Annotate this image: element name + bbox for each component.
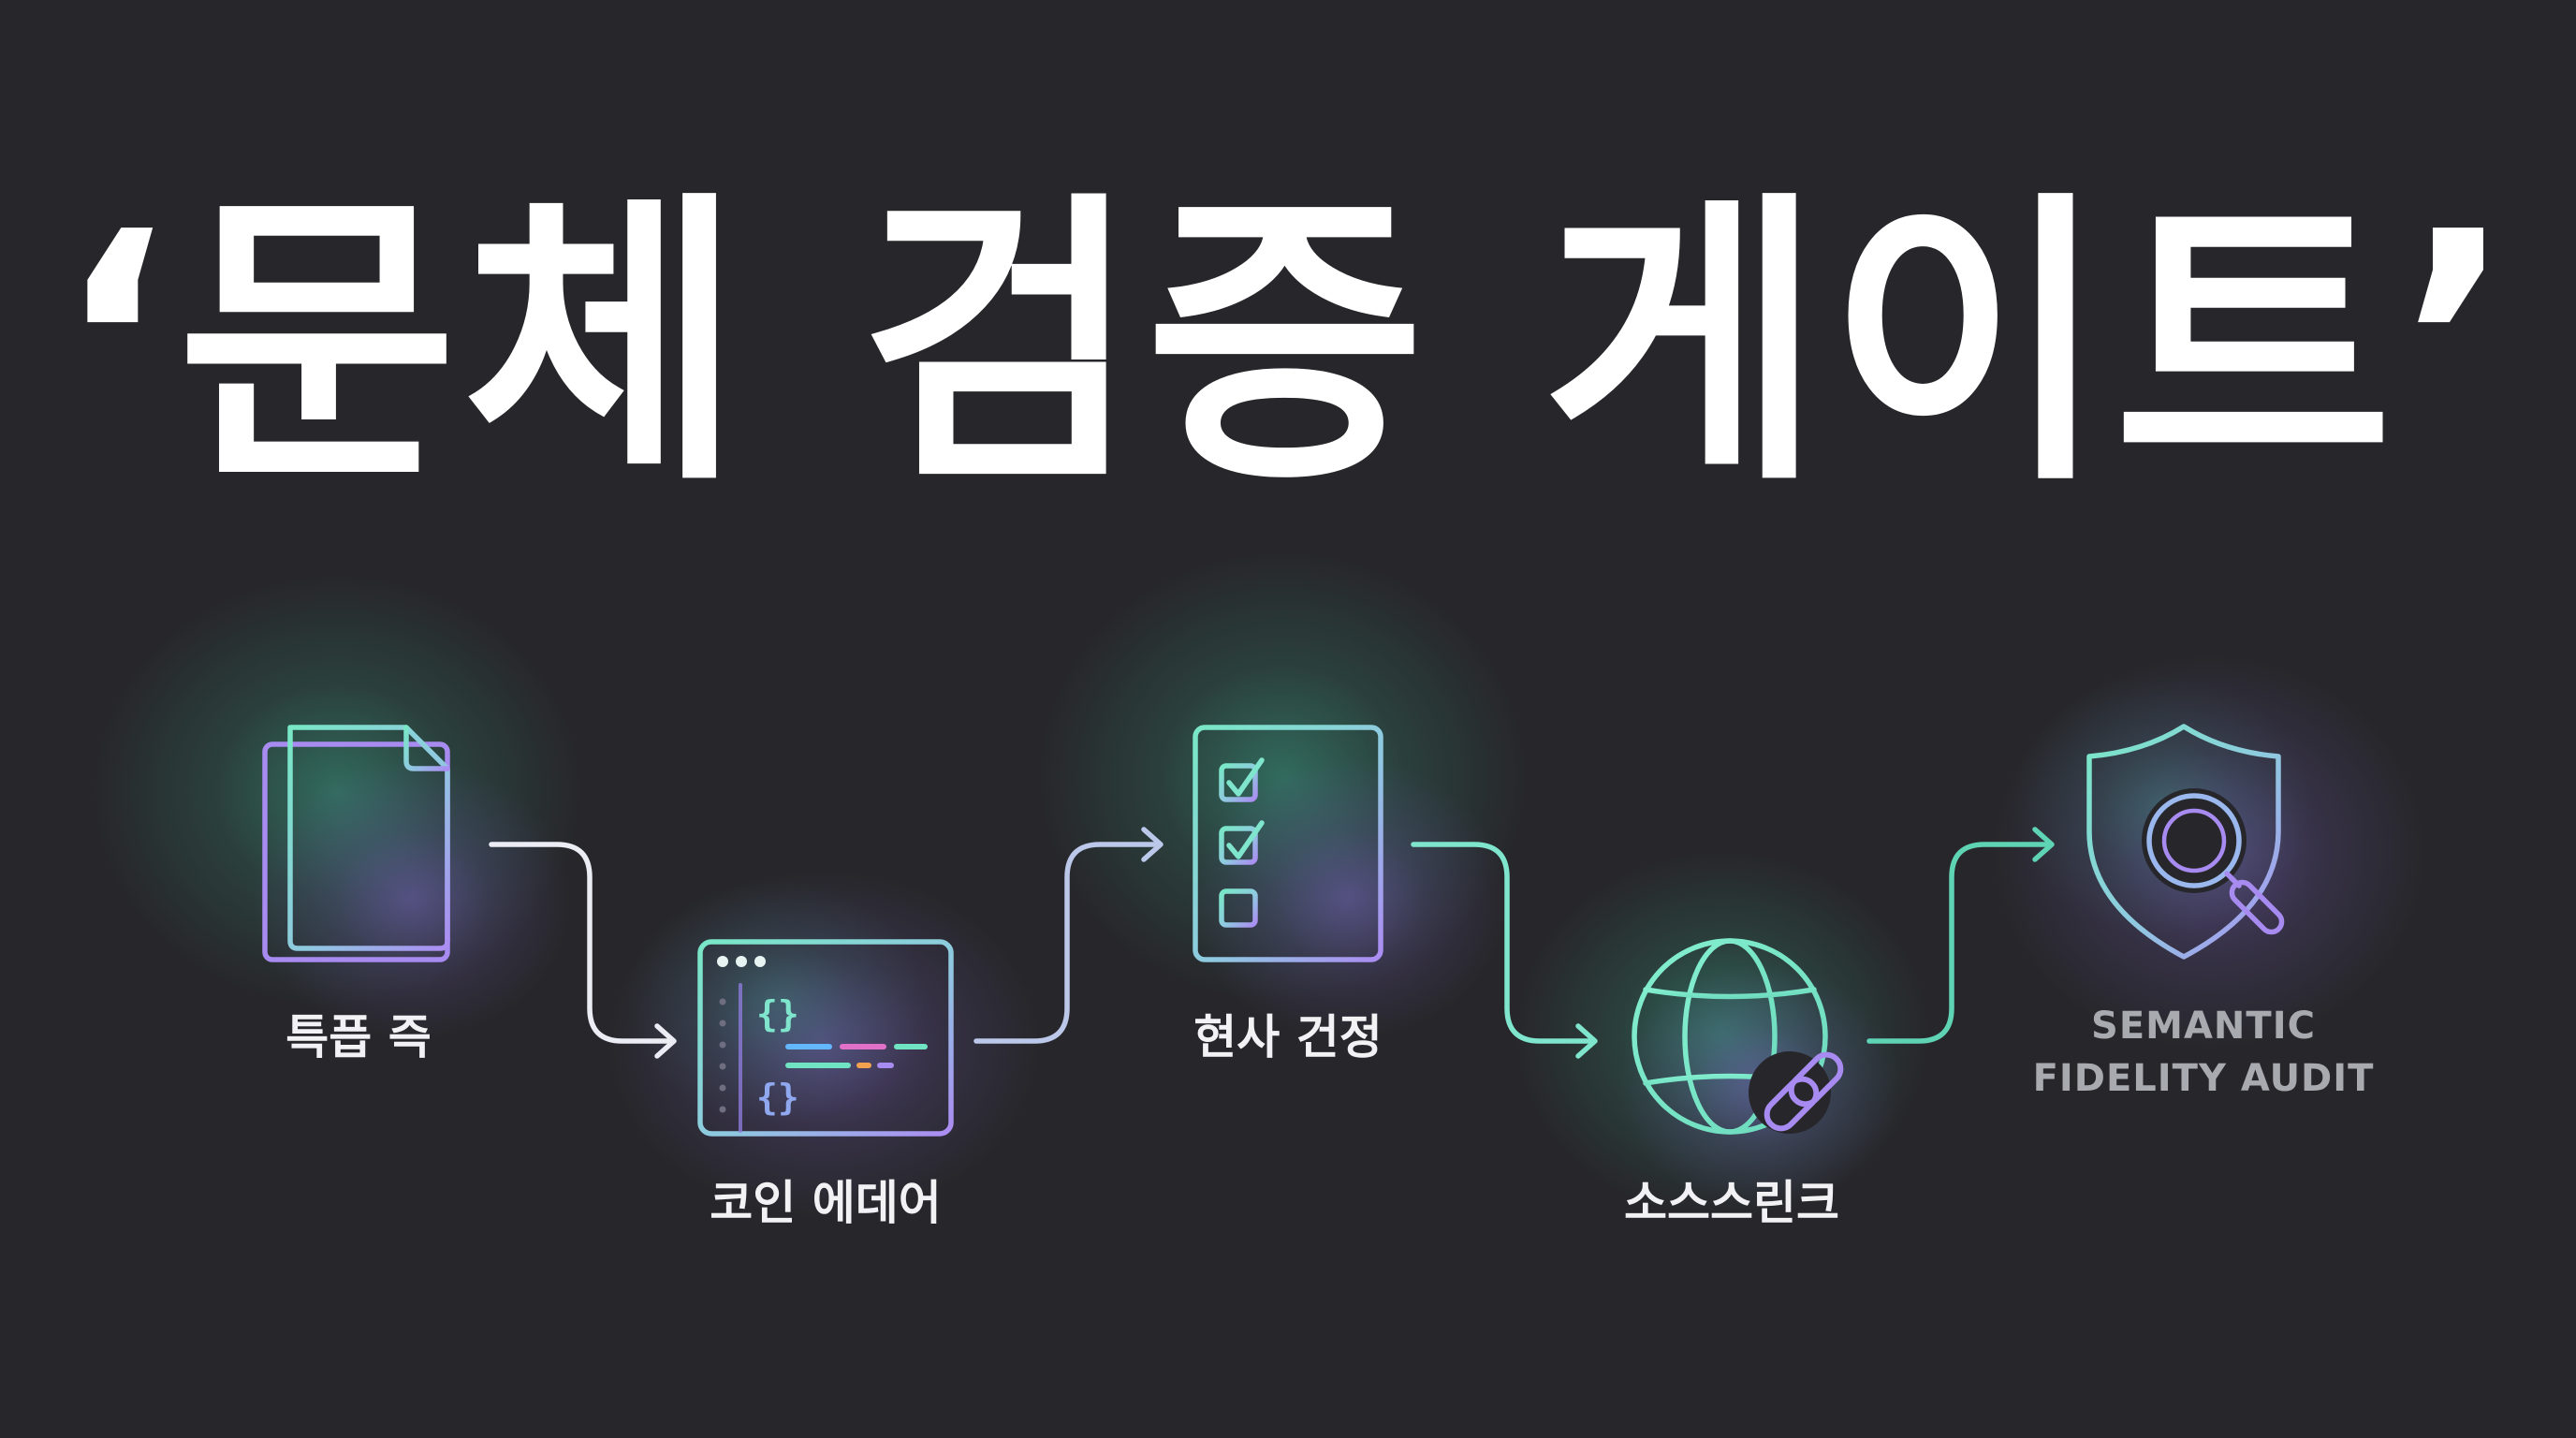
svg-text:{}: {} <box>756 993 799 1034</box>
arrow-3 <box>1411 842 1598 1059</box>
globe-link-icon <box>1632 938 1844 1135</box>
step-label-4: 소스스린크 <box>1624 1176 1839 1230</box>
step-label-5-line2: FIDELITY AUDIT <box>2032 1057 2375 1100</box>
checklist-icon <box>1193 725 1383 962</box>
step-label-3: 현사 건정 <box>1193 1010 1383 1064</box>
connector-arrows <box>489 827 2055 1059</box>
page-title: ‘문체 검증 게이트’ <box>55 167 2521 521</box>
step-label-5-line1: SEMANTIC <box>2091 1005 2316 1048</box>
svg-text:{}: {} <box>756 1077 799 1118</box>
code-editor-icon: {} {} <box>697 939 954 1137</box>
shield-search-icon <box>2086 724 2285 960</box>
arrow-1 <box>489 842 677 1059</box>
arrow-4 <box>1866 827 2055 1044</box>
icon-glows <box>94 552 2424 1217</box>
documents-icon <box>262 725 450 962</box>
step-label-5: SEMANTIC FIDELITY AUDIT <box>2033 1000 2375 1105</box>
step-label-1: 특픕 즉 <box>285 1010 432 1064</box>
step-label-2: 코인 에데어 <box>710 1176 942 1230</box>
arrow-2 <box>973 827 1164 1044</box>
